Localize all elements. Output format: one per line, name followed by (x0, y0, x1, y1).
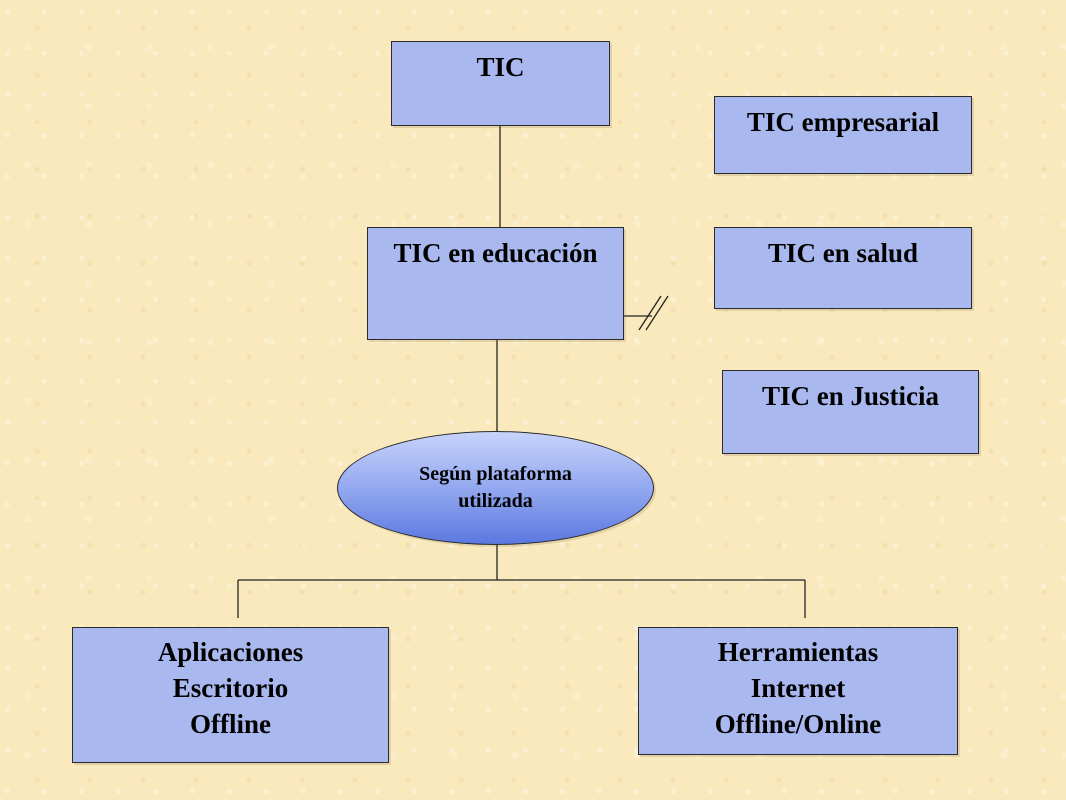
branch-label-educacion: TIC en educación (393, 238, 598, 268)
root-box-tic: TIC (391, 41, 610, 126)
branch-label-empresarial: TIC empresarial (746, 107, 940, 137)
branch-box-justicia: TIC en Justicia (722, 370, 979, 454)
branch-box-educacion: TIC en educación (367, 227, 624, 340)
break-mark-left (638, 295, 662, 331)
leaf-box-offline: Aplicaciones Escritorio Offline (72, 627, 389, 763)
leaf-box-online: Herramientas Internet Offline/Online (638, 627, 958, 755)
branch-label-salud: TIC en salud (767, 238, 919, 268)
criterion-label: Según plataforma utilizada (419, 463, 572, 512)
leaf-label-offline: Aplicaciones Escritorio Offline (157, 637, 304, 739)
criterion-ellipse: Según plataforma utilizada (337, 431, 654, 545)
break-mark-right (645, 295, 669, 331)
branch-box-empresarial: TIC empresarial (714, 96, 972, 174)
leaf-label-online: Herramientas Internet Offline/Online (714, 637, 882, 739)
branch-label-justicia: TIC en Justicia (761, 381, 940, 411)
branch-box-salud: TIC en salud (714, 227, 972, 309)
root-label: TIC (476, 52, 525, 82)
